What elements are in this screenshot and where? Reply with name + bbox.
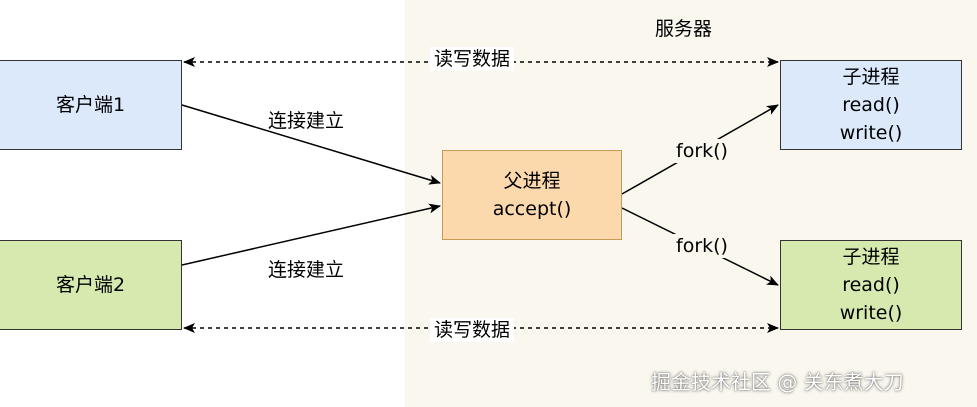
connect1-arrow — [181, 104, 441, 185]
read-write-bottom-label: 读写数据 — [430, 318, 515, 342]
connect2-arrow — [181, 203, 441, 266]
child1-line3: write() — [839, 122, 903, 144]
client1-label: 客户端1 — [55, 94, 126, 116]
connect1-label: 连接建立 — [268, 110, 345, 132]
child1-line1: 子进程 — [842, 66, 900, 88]
child2-line2: read() — [842, 274, 900, 296]
child-process1-box: 子进程 read() write() — [780, 60, 962, 150]
server-label: 服务器 — [655, 18, 713, 40]
client1-box: 客户端1 — [0, 60, 182, 150]
child-process2-box: 子进程 read() write() — [780, 240, 962, 330]
child2-line3: write() — [839, 302, 903, 324]
watermark: 掘金技术社区 @ 关东煮大刀 — [651, 370, 904, 394]
client2-label: 客户端2 — [55, 274, 126, 296]
parent-line2: accept() — [492, 198, 572, 220]
parent-process-box: 父进程 accept() — [442, 150, 622, 240]
connect2-label: 连接建立 — [268, 259, 345, 281]
fork2-label: fork() — [672, 234, 732, 258]
client2-box: 客户端2 — [0, 240, 182, 330]
fork1-label: fork() — [672, 139, 732, 163]
child2-line1: 子进程 — [842, 246, 900, 268]
parent-line1: 父进程 — [503, 170, 561, 192]
read-write-top-label: 读写数据 — [430, 47, 515, 71]
child1-line2: read() — [842, 94, 900, 116]
